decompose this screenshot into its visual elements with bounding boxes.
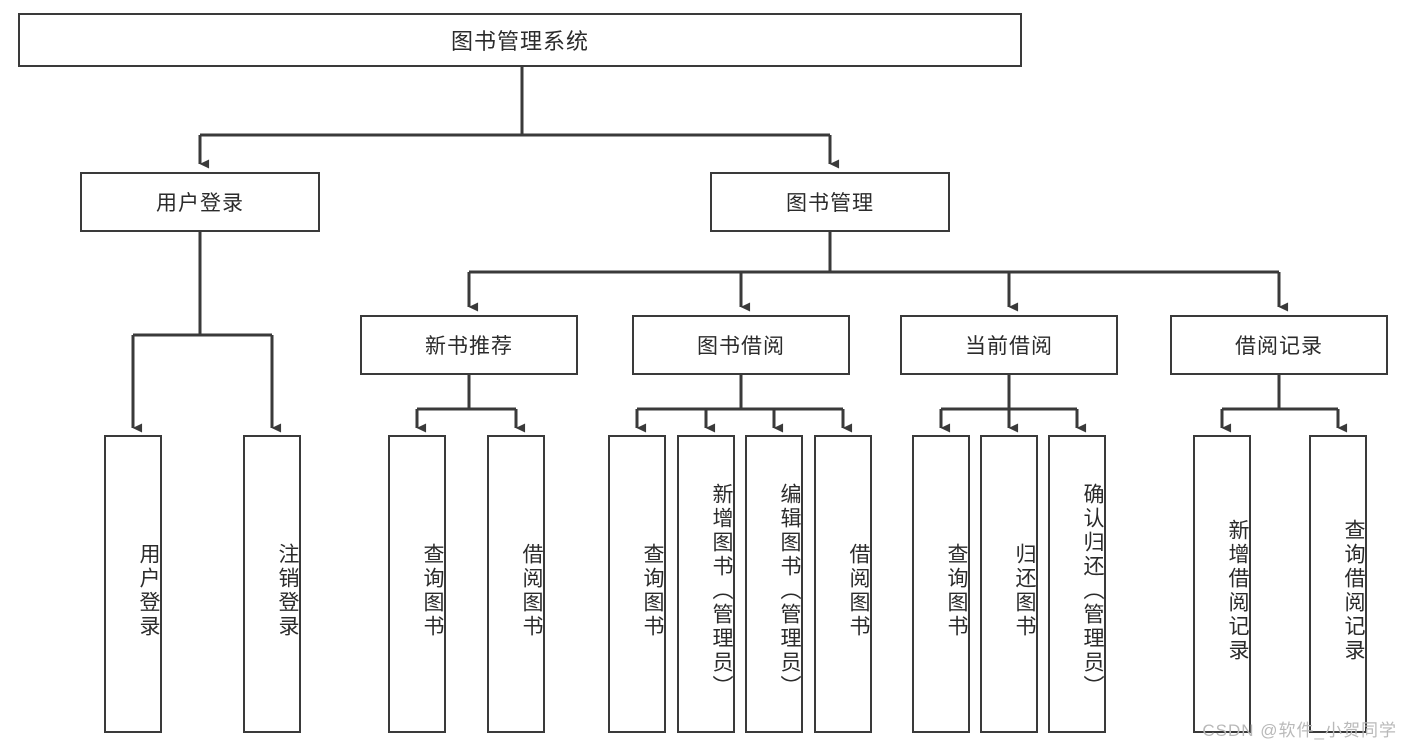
node-borrow-record[interactable]: 借阅记录	[1170, 315, 1388, 375]
leaf-record-add-record[interactable]: 新增借阅记录	[1193, 435, 1251, 733]
leaf-user-login-signin[interactable]: 用户登录	[104, 435, 162, 733]
node-label: 新书推荐	[425, 335, 513, 358]
leaf-recommend-borrow-book[interactable]: 借阅图书	[487, 435, 545, 733]
node-label: 借阅图书	[520, 543, 543, 639]
node-label: 归还图书	[1013, 543, 1036, 639]
leaf-current-query-book[interactable]: 查询图书	[912, 435, 970, 733]
node-label: 用户登录	[156, 192, 244, 215]
leaf-user-login-signout[interactable]: 注销登录	[243, 435, 301, 733]
node-label: 查询借阅记录	[1342, 519, 1365, 663]
node-current-borrow[interactable]: 当前借阅	[900, 315, 1118, 375]
node-book-borrow[interactable]: 图书借阅	[632, 315, 850, 375]
node-label: 用户登录	[137, 543, 160, 639]
leaf-current-return-book[interactable]: 归还图书	[980, 435, 1038, 733]
node-label: 新增借阅记录	[1226, 519, 1249, 663]
node-book-management[interactable]: 图书管理	[710, 172, 950, 232]
node-label: 查询图书	[945, 543, 968, 639]
node-new-book-recommend[interactable]: 新书推荐	[360, 315, 578, 375]
leaf-borrow-add-book-admin[interactable]: 新增图书（管理员）	[677, 435, 735, 733]
node-root-system[interactable]: 图书管理系统	[18, 13, 1022, 67]
node-label: 查询图书	[421, 543, 444, 639]
csdn-watermark: CSDN @软件_小贺同学	[1202, 721, 1397, 740]
node-label: 图书借阅	[697, 335, 785, 358]
node-label: 当前借阅	[965, 335, 1053, 358]
node-label: 查询图书	[641, 543, 664, 639]
node-label: 图书管理系统	[450, 29, 589, 54]
leaf-recommend-query-book[interactable]: 查询图书	[388, 435, 446, 733]
node-user-login[interactable]: 用户登录	[80, 172, 320, 232]
node-label: 图书管理	[786, 192, 874, 215]
node-label: 借阅图书	[847, 543, 870, 639]
node-label: 新增图书（管理员）	[710, 483, 733, 699]
node-label: 注销登录	[276, 543, 299, 639]
leaf-current-confirm-return-admin[interactable]: 确认归还（管理员）	[1048, 435, 1106, 733]
node-label: 借阅记录	[1235, 335, 1323, 358]
node-label: 确认归还（管理员）	[1081, 483, 1104, 699]
leaf-borrow-borrow-book[interactable]: 借阅图书	[814, 435, 872, 733]
leaf-borrow-edit-book-admin[interactable]: 编辑图书（管理员）	[745, 435, 803, 733]
node-label: 编辑图书（管理员）	[778, 483, 801, 699]
leaf-borrow-query-book[interactable]: 查询图书	[608, 435, 666, 733]
leaf-record-query-record[interactable]: 查询借阅记录	[1309, 435, 1367, 733]
